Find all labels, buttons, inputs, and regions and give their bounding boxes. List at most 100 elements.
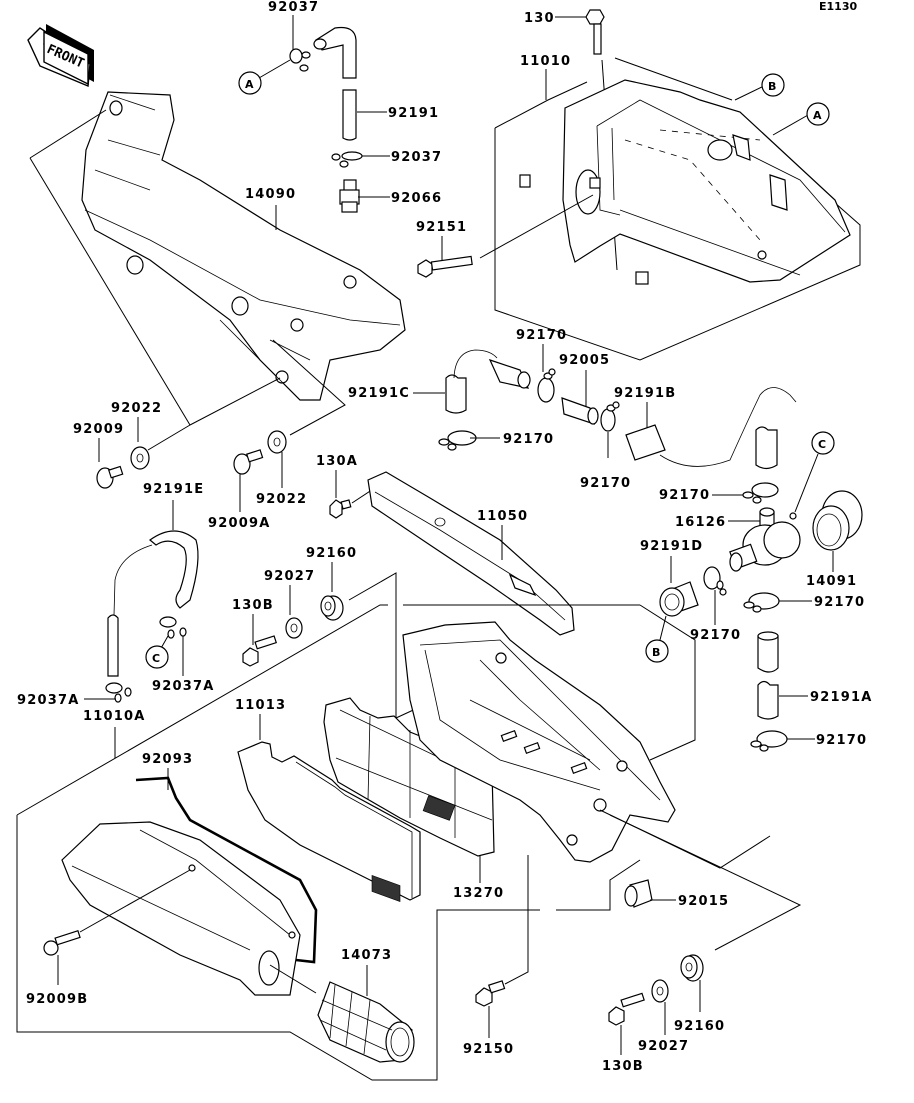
label-92160-bottom: 92160 bbox=[674, 1019, 725, 1034]
svg-text:B: B bbox=[768, 80, 776, 93]
hose-92191E bbox=[107, 530, 199, 677]
ref-marker-B-bottom: B bbox=[645, 639, 669, 663]
label-92150: 92150 bbox=[463, 1042, 514, 1057]
svg-text:C: C bbox=[818, 438, 826, 451]
bolt-130B-top bbox=[242, 635, 278, 667]
label-14090: 14090 bbox=[245, 187, 296, 202]
svg-text:A: A bbox=[813, 109, 822, 122]
svg-text:B: B bbox=[652, 646, 660, 659]
clamp-92037A-left bbox=[105, 682, 132, 703]
bolt-92151 bbox=[417, 255, 473, 278]
clamp-92037-top bbox=[289, 48, 311, 72]
label-92027-top: 92027 bbox=[264, 569, 315, 584]
label-92191C: 92191C bbox=[348, 386, 410, 401]
label-92015: 92015 bbox=[678, 894, 729, 909]
clamp-92170-e bbox=[703, 566, 727, 596]
label-92022-left: 92022 bbox=[111, 401, 162, 416]
clamp-92170-d bbox=[742, 482, 779, 504]
side-cover-14090 bbox=[81, 91, 406, 401]
grommet-92191D bbox=[659, 581, 699, 617]
diagram-code: E1130 bbox=[819, 0, 857, 13]
label-92170-c: 92170 bbox=[503, 432, 554, 447]
label-130: 130 bbox=[524, 11, 555, 26]
bolt-92150 bbox=[475, 980, 506, 1007]
label-11050: 11050 bbox=[477, 509, 528, 524]
clamp-92170-b bbox=[600, 401, 620, 432]
label-92037-mid: 92037 bbox=[391, 150, 442, 165]
bolt-130 bbox=[585, 9, 605, 55]
label-11010A: 11010A bbox=[83, 709, 146, 724]
screw-92009 bbox=[96, 465, 124, 489]
label-92170-e: 92170 bbox=[690, 628, 741, 643]
housing-main bbox=[402, 621, 676, 863]
label-92170-g: 92170 bbox=[816, 733, 867, 748]
pipe-92005 bbox=[561, 397, 599, 425]
label-92191A: 92191A bbox=[810, 690, 873, 705]
label-92037A-left: 92037A bbox=[17, 693, 80, 708]
washer-92027-top bbox=[285, 617, 303, 639]
washer-92022-right bbox=[267, 430, 287, 454]
label-14091: 14091 bbox=[806, 574, 857, 589]
label-92022-right: 92022 bbox=[256, 492, 307, 507]
ref-marker-B-top: B bbox=[761, 73, 785, 97]
front-arrow-icon: FRONT bbox=[27, 24, 94, 88]
bolt-130A bbox=[329, 499, 352, 519]
valve-16126 bbox=[729, 507, 801, 572]
svg-text:C: C bbox=[152, 652, 160, 665]
clamp-92170-f bbox=[743, 592, 780, 613]
label-92009B: 92009B bbox=[26, 992, 88, 1007]
collar-92015 bbox=[624, 879, 653, 908]
label-130A: 130A bbox=[316, 454, 358, 469]
label-92191: 92191 bbox=[388, 106, 439, 121]
label-92191E: 92191E bbox=[143, 482, 204, 497]
cap-14091 bbox=[812, 490, 863, 551]
label-92066: 92066 bbox=[391, 191, 442, 206]
clamp-92037A-right bbox=[159, 616, 187, 639]
screw-92009A bbox=[233, 449, 264, 475]
ref-marker-A-right: A bbox=[806, 102, 830, 126]
airbox-11010 bbox=[519, 79, 851, 285]
label-13270: 13270 bbox=[453, 886, 504, 901]
clamp-92037-mid bbox=[331, 151, 363, 168]
washer-92022-left bbox=[130, 446, 150, 470]
bracket-11050 bbox=[367, 471, 575, 636]
label-92191D: 92191D bbox=[640, 539, 703, 554]
label-130B-bottom: 130B bbox=[602, 1059, 644, 1074]
label-92160-top: 92160 bbox=[306, 546, 357, 561]
label-11010: 11010 bbox=[520, 54, 571, 69]
ref-marker-C-right: C bbox=[811, 431, 835, 455]
clamp-92170-a bbox=[537, 368, 556, 403]
grommet-92160-top bbox=[320, 595, 344, 621]
label-92170-d: 92170 bbox=[659, 488, 710, 503]
grommet-92160-bottom bbox=[680, 954, 704, 982]
ref-marker-C-left: C bbox=[145, 645, 169, 669]
svg-text:A: A bbox=[245, 78, 254, 91]
clamp-92170-g bbox=[750, 730, 788, 752]
label-92151: 92151 bbox=[416, 220, 467, 235]
label-92170-b: 92170 bbox=[580, 476, 631, 491]
screw-92009B bbox=[43, 929, 81, 956]
label-92170-a: 92170 bbox=[516, 328, 567, 343]
label-92027-bottom: 92027 bbox=[638, 1039, 689, 1054]
ref-marker-A-left: A bbox=[238, 71, 262, 95]
label-92009: 92009 bbox=[73, 422, 124, 437]
valve-92066 bbox=[339, 179, 360, 213]
hose-92191C bbox=[445, 349, 531, 414]
label-92093: 92093 bbox=[142, 752, 193, 767]
label-92170-f: 92170 bbox=[814, 595, 865, 610]
label-16126: 16126 bbox=[675, 515, 726, 530]
label-92037A-right: 92037A bbox=[152, 679, 215, 694]
cover-11010A bbox=[61, 821, 301, 996]
seal-11013 bbox=[237, 741, 421, 901]
filter-13270 bbox=[323, 697, 495, 902]
bolt-130B-bottom bbox=[608, 992, 645, 1026]
label-92009A: 92009A bbox=[208, 516, 271, 531]
label-92191B: 92191B bbox=[614, 386, 676, 401]
hose-92191B bbox=[625, 387, 797, 470]
label-14073: 14073 bbox=[341, 948, 392, 963]
label-130B-top: 130B bbox=[232, 598, 274, 613]
label-11013: 11013 bbox=[235, 698, 286, 713]
label-92005: 92005 bbox=[559, 353, 610, 368]
hose-92191 bbox=[313, 26, 357, 141]
